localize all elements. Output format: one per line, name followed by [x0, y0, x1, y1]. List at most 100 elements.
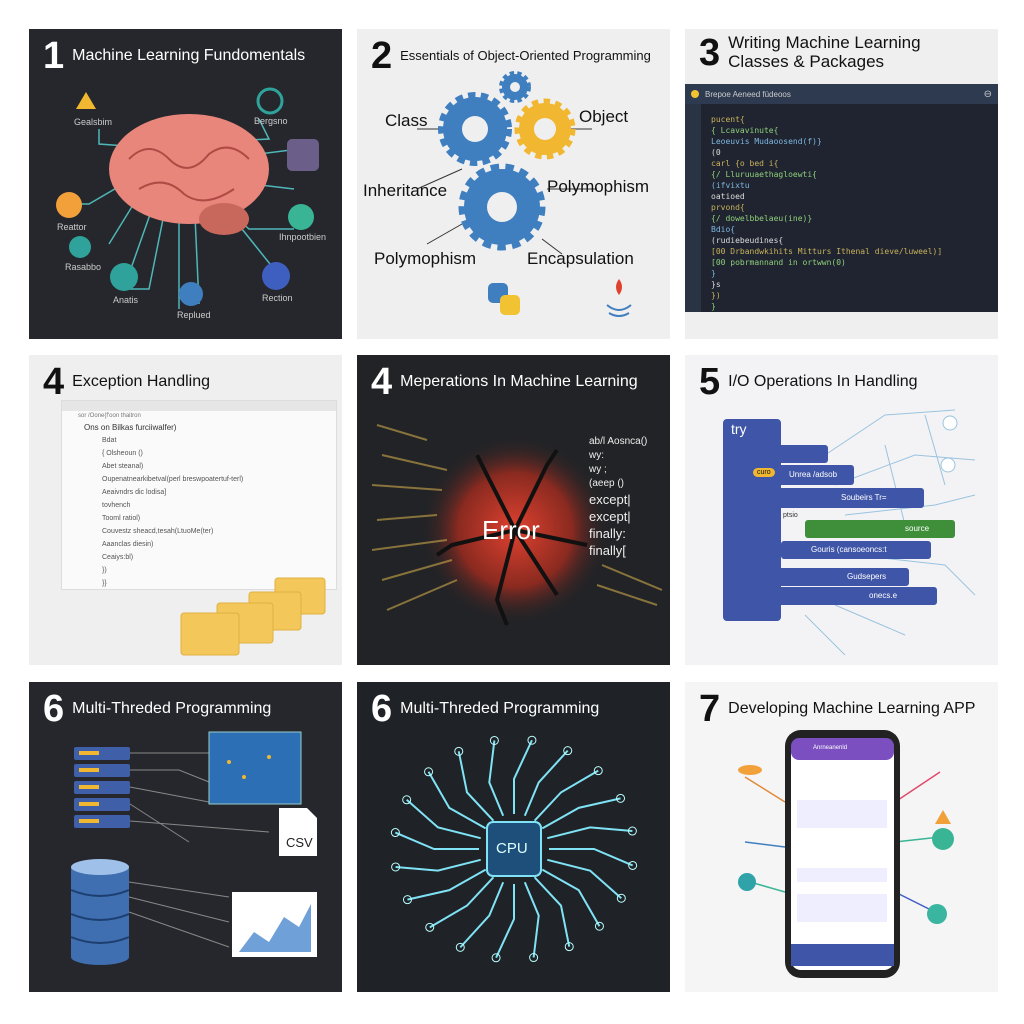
panel-subtitle: Classes & Packages — [728, 52, 885, 71]
panel-number: 4 — [371, 361, 393, 403]
code-keyword: wy: — [589, 450, 604, 461]
java-logo-icon — [606, 279, 632, 317]
code-keyword: finally[ — [589, 543, 626, 558]
cpu-circuit-illustration — [390, 735, 638, 963]
app-network-illustration — [738, 730, 954, 978]
code-heading: Ons on Bilkas furciiwalfer) — [84, 423, 177, 432]
python-icon — [691, 90, 699, 98]
editor-window: sor /Oone{f'oon thaitron Ons on Bilkas f… — [61, 400, 337, 590]
circuit-trace — [533, 769, 599, 822]
editor-title: Brepoe Aeneed füdeoos — [705, 89, 791, 99]
code-line: {/ dowelbbelaeu(ine)} — [711, 214, 813, 223]
code-line: }) — [102, 567, 107, 574]
code-line: Oupenatnearkibetval(perl breswpoatertuf-… — [102, 476, 244, 483]
folders-illustration — [180, 577, 326, 656]
code-line: carl {o bed i{ — [711, 159, 779, 168]
panel-title: Writing Machine Learning — [728, 33, 921, 53]
try-label: try — [731, 421, 747, 437]
python-logo-icon — [488, 283, 520, 315]
circuit-trace — [549, 848, 634, 867]
panel-number: 6 — [371, 688, 393, 730]
code-fragments — [371, 424, 663, 611]
panel-title: Multi-Threded Programming — [400, 700, 600, 718]
code-line: pucent{ — [711, 115, 745, 124]
csv-label: CSV — [286, 835, 313, 850]
node-label: Ihnpootbien — [279, 232, 327, 242]
node-label: Gealsbim — [74, 117, 113, 127]
circuit-trace — [457, 751, 495, 822]
code-block[interactable] — [743, 445, 828, 463]
panel-multithreaded-cpu: 6 Multi-Threded Programming CPU — [357, 682, 670, 992]
panel-number: 6 — [43, 688, 65, 730]
code-block[interactable]: onecs.e — [749, 587, 937, 605]
circuit-node — [424, 767, 434, 777]
node-label: Rasabbo — [65, 262, 102, 272]
circuit-trace — [495, 884, 515, 959]
panel-title: Machine Learning Fundomentals — [72, 47, 306, 65]
circuit-trace — [395, 858, 481, 872]
concept-label: Polymophism — [374, 249, 477, 268]
block-label: Gouris (cansoeoncs:t — [811, 545, 887, 554]
cpu-chip-icon — [486, 821, 542, 877]
node-label: Reattor — [57, 222, 87, 232]
circuit-trace — [513, 739, 533, 814]
cpu-label: CPU — [496, 840, 528, 857]
code-keyword: (aeep () — [589, 478, 625, 489]
circuit-trace — [406, 799, 481, 840]
code-line: (0 — [711, 148, 721, 157]
circuit-node — [454, 746, 464, 756]
code-block[interactable]: Unrea /adsob — [749, 465, 854, 485]
code-block[interactable]: Gudsepers — [777, 568, 909, 586]
code-keyword: except| — [589, 492, 631, 507]
concept-label: Object — [579, 107, 629, 126]
circuit-trace — [394, 831, 479, 850]
code-line: prvond{ — [711, 203, 745, 212]
circuit-trace — [429, 876, 495, 929]
circuit-node — [627, 826, 637, 836]
node-label: Replued — [177, 310, 211, 320]
triangle-icon — [76, 92, 96, 109]
code-line: { Lcavavinute{ — [711, 126, 779, 135]
code-line: Tooml ratiol) — [102, 515, 141, 522]
code-line: [00 Drbandwkihits Mitturs Ithenal dieve/… — [711, 247, 943, 256]
code-line: }) — [711, 291, 721, 300]
circuit-node — [529, 953, 539, 963]
circuit-node — [391, 862, 401, 872]
code-keyword: wy ; — [589, 464, 607, 475]
circuit-node — [491, 953, 501, 963]
code-line: Leoeuvis Mudaoosend(f)} — [711, 137, 822, 146]
circuit-trace — [407, 868, 487, 901]
circuit-trace — [427, 771, 487, 830]
menu-icon[interactable]: ⊖ — [983, 88, 992, 100]
circuit-trace — [541, 868, 601, 927]
node-label: Anatis — [113, 295, 139, 305]
code-line: {/ Lluruuaethagloewti{ — [711, 170, 817, 179]
error-label: Error — [482, 515, 540, 545]
code-line: (rudiebeudines{ — [711, 236, 784, 245]
code-line: }s — [711, 280, 721, 289]
node-label: Bergsno — [254, 116, 288, 126]
circuit-node — [616, 893, 626, 903]
code-line: tovhench — [102, 502, 131, 509]
concept-label: Class — [385, 111, 428, 130]
database-icon — [70, 859, 130, 965]
circuit-trace — [488, 740, 505, 817]
panel-number: 5 — [699, 361, 721, 403]
circuit-node — [628, 860, 638, 870]
block-label: ptsio — [783, 512, 798, 519]
circuit-node — [390, 828, 400, 838]
circuit-node — [402, 895, 412, 905]
code-block-green[interactable]: source — [805, 520, 955, 538]
block-label: source — [905, 524, 930, 533]
circuit-node — [425, 922, 435, 932]
code-block[interactable]: Soubeirs Tr= — [761, 488, 924, 508]
circuit-trace — [547, 826, 633, 840]
server-rack-icon — [74, 747, 130, 828]
circuit-trace — [533, 876, 571, 947]
code-block[interactable]: Gouris (cansoeoncs:t — [781, 541, 931, 559]
